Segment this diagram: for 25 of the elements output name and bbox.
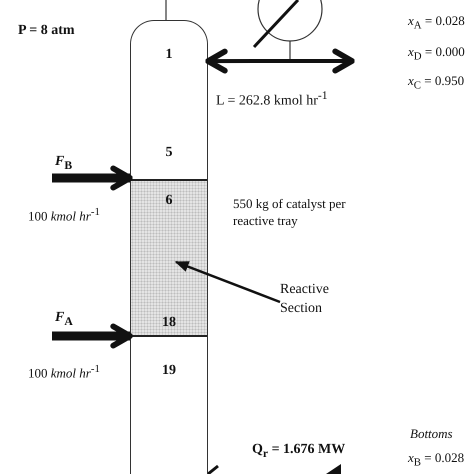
edge-label: F$_{A}$ — [55, 309, 73, 330]
distillation-column — [130, 20, 208, 474]
tray-number: 19 — [161, 363, 177, 379]
feed-arrow — [52, 324, 133, 348]
double-arrow — [205, 48, 355, 74]
flow-rate-label: 100 kmol hr$^{-1}$ — [28, 205, 100, 224]
composition-label: x$_{C}$ = 0.950 — [408, 72, 464, 94]
feed-arrow — [52, 166, 133, 190]
tray-number: 1 — [164, 47, 174, 63]
tray-number: 6 — [164, 193, 174, 209]
leader-arrow — [174, 260, 280, 304]
flow-rate-label: 100 kmol hr$^{-1}$ — [28, 362, 100, 382]
reactive-section — [131, 179, 207, 337]
pressure-label: P = 8 atm — [18, 22, 75, 39]
catalyst-note: 550 kg of catalyst per reactive tray — [233, 195, 347, 229]
tray-number: 5 — [164, 145, 174, 161]
edge-label: F$_{B}$ — [55, 153, 72, 174]
heat-duty-label: Q$_{r}$ = 1.676 MW — [252, 441, 346, 462]
edge-label: L = 262.8 kmol hr$^{-1}$ — [216, 88, 328, 110]
composition-label: x$_{A}$ = 0.028 — [408, 12, 465, 34]
stream-label: Bottoms — [410, 425, 453, 442]
composition-label: x$_{B}$ = 0.028 — [408, 449, 464, 471]
section-label: Reactive Section — [280, 280, 360, 318]
tray-number: 18 — [161, 315, 177, 331]
composition-label: x$_{D}$ = 0.000 — [408, 43, 465, 65]
